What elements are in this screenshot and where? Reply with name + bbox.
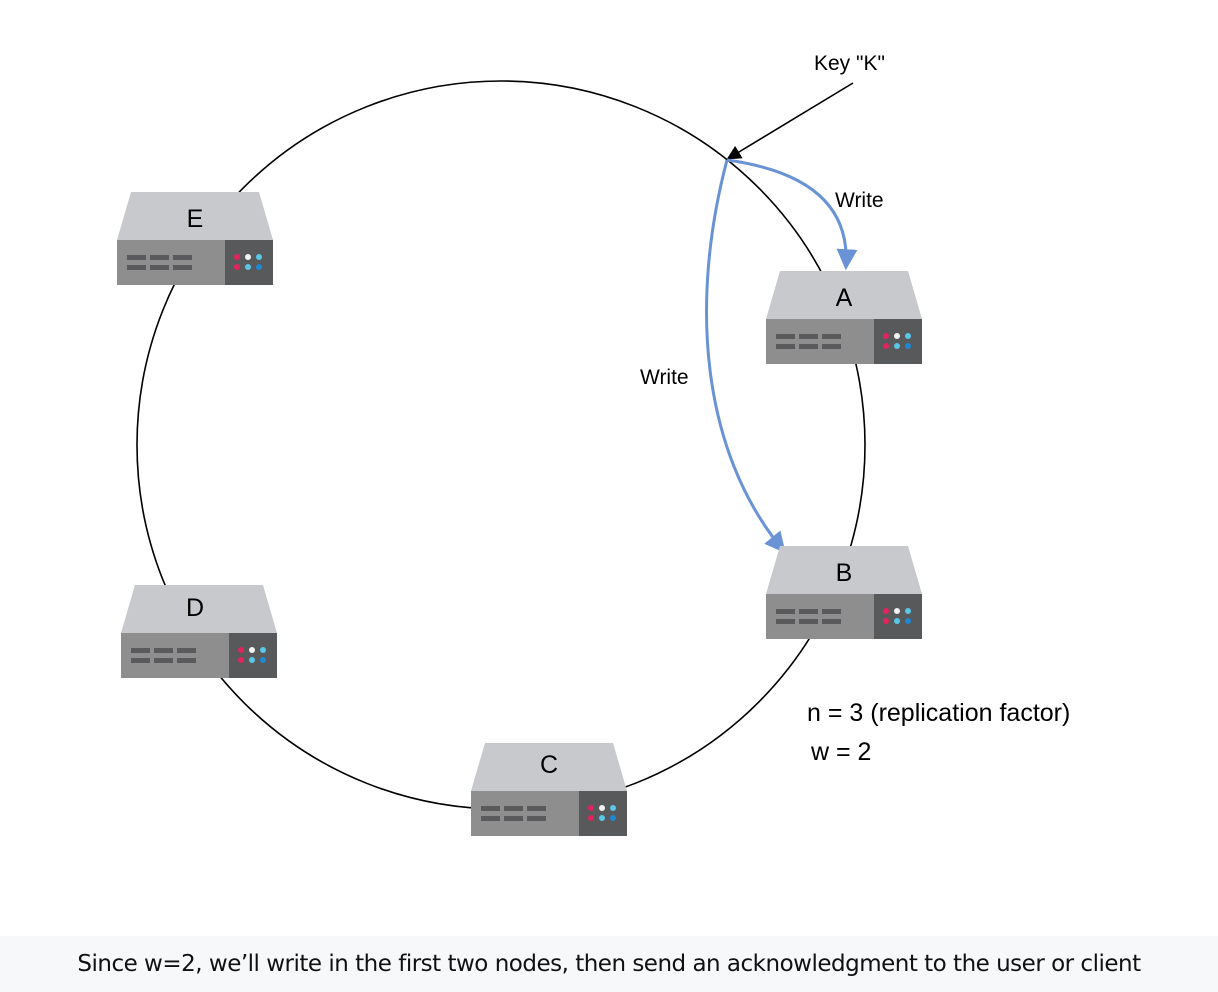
ring-diagram: Key "K" Write Write E A B D C n = 3 (rep… (117, 52, 1070, 836)
server-node-a: A (766, 271, 922, 364)
key-arrow (726, 82, 854, 160)
server-node-label: C (540, 751, 558, 779)
caption-bar: Since w=2, we’ll write in the first two … (0, 936, 1218, 992)
write-quorum-label: w = 2 (810, 738, 871, 766)
server-node-label: E (187, 205, 204, 233)
write-arrow-a (726, 158, 858, 271)
replication-factor-label: n = 3 (replication factor) (807, 699, 1070, 727)
server-node-label: D (186, 594, 204, 622)
caption-text: Since w=2, we’ll write in the first two … (77, 951, 1141, 977)
server-node-c: C (471, 743, 627, 836)
key-label: Key "K" (814, 52, 885, 75)
server-node-d: D (121, 585, 277, 678)
server-node-e: E (117, 192, 273, 285)
write-label-b: Write (640, 366, 689, 389)
server-node-b: B (766, 546, 922, 639)
write-label-a: Write (835, 189, 884, 212)
write-arrow-b (705, 159, 786, 554)
server-node-label: A (836, 284, 853, 312)
hash-ring (136, 80, 866, 810)
server-node-label: B (836, 559, 853, 587)
